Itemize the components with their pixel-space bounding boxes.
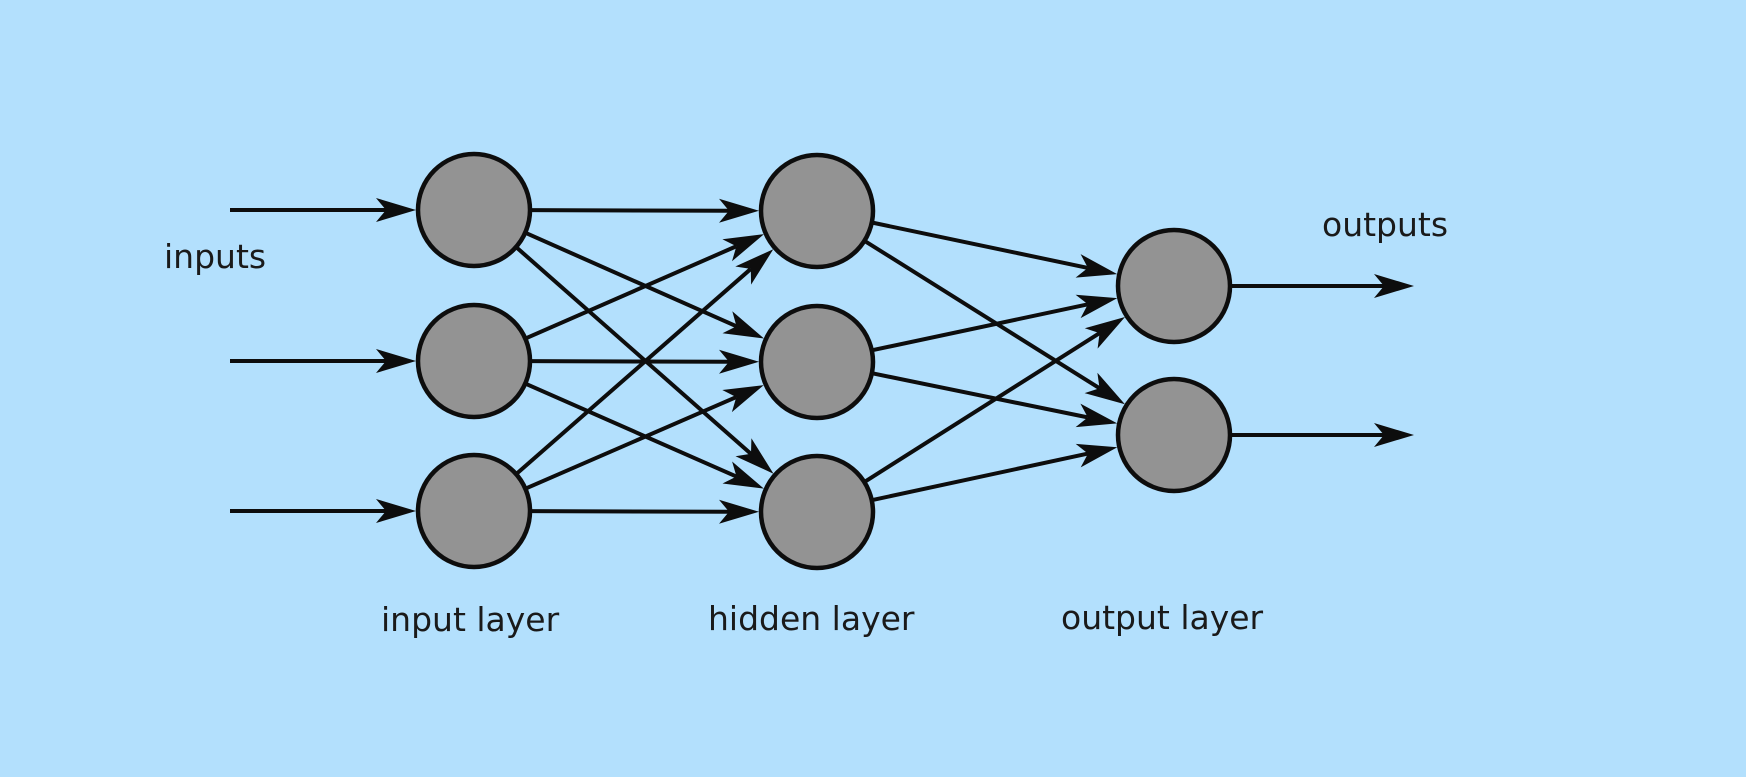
connection-input-1-to-hidden-2-arrowhead (722, 311, 764, 339)
connection-hidden-1-to-output-1-line (871, 220, 1089, 270)
connection-input-3-to-hidden-3-line (529, 509, 730, 514)
input-arrow-1-arrowhead (376, 198, 416, 222)
connection-input-3-to-hidden-1-line (514, 267, 753, 476)
connection-input-1-to-hidden-3-line (514, 245, 753, 456)
connection-input-1-to-hidden-1-arrowhead (719, 198, 759, 223)
output-arrow-1 (1230, 274, 1414, 298)
connection-input-3-to-hidden-3-arrowhead (719, 499, 759, 524)
connection-hidden-3-to-output-1 (863, 317, 1125, 484)
hidden-layer-label: hidden layer (708, 599, 915, 638)
outputs-label: outputs (1322, 205, 1449, 244)
connection-input-3-to-hidden-3 (529, 499, 759, 524)
connection-hidden-3-to-output-1-line (863, 331, 1101, 484)
connection-input-2-to-hidden-3-line (524, 381, 738, 479)
hidden-node-3 (758, 453, 876, 571)
connection-hidden-2-to-output-1 (871, 294, 1118, 353)
input-layer-label: input layer (381, 600, 560, 639)
connection-hidden-3-to-output-2-arrowhead (1075, 443, 1118, 468)
output-node-1 (1115, 227, 1233, 345)
connection-input-2-to-hidden-3-arrowhead (722, 461, 764, 489)
connection-input-2-to-hidden-2-arrowhead (719, 349, 759, 374)
connection-input-3-to-hidden-2-arrowhead (722, 385, 764, 413)
connection-input-1-to-hidden-3-arrowhead (735, 438, 774, 474)
input-node-3 (415, 452, 533, 570)
hidden-node-2 (758, 303, 876, 421)
hidden-node-1 (758, 152, 876, 270)
inputs-label: inputs (164, 237, 267, 276)
connection-input-2-to-hidden-2-line (529, 359, 730, 364)
output-arrow-1-arrowhead (1374, 274, 1414, 298)
connection-input-1-to-hidden-3 (514, 245, 774, 474)
connection-input-3-to-hidden-1-arrowhead (735, 249, 774, 285)
connection-hidden-2-to-output-1-arrowhead (1075, 294, 1118, 319)
connection-input-2-to-hidden-3 (524, 381, 764, 489)
connection-hidden-2-to-output-2 (871, 371, 1118, 428)
connection-hidden-1-to-output-2-arrowhead (1084, 372, 1125, 405)
connection-input-1-to-hidden-1 (529, 198, 759, 223)
input-arrow-3-arrowhead (376, 499, 416, 523)
connection-hidden-2-to-output-2-arrowhead (1075, 403, 1118, 428)
neurons (415, 151, 1233, 571)
connection-input-1-to-hidden-1-line (529, 208, 730, 213)
connection-input-2-to-hidden-1 (524, 234, 764, 341)
output-node-2 (1115, 376, 1233, 494)
connection-hidden-3-to-output-1-arrowhead (1084, 317, 1125, 349)
output-arrow-2 (1230, 423, 1414, 447)
input-arrow-3 (230, 499, 416, 523)
connection-input-2-to-hidden-1-arrowhead (722, 234, 764, 262)
input-node-1 (415, 151, 533, 269)
output-arrow-2-arrowhead (1374, 423, 1414, 447)
connection-hidden-1-to-output-1 (871, 220, 1118, 278)
input-arrow-1 (230, 198, 416, 222)
connection-hidden-3-to-output-2-line (871, 451, 1089, 503)
connection-hidden-1-to-output-2 (863, 239, 1125, 405)
connection-hidden-3-to-output-2 (871, 443, 1118, 503)
input-arrow-2-arrowhead (376, 349, 416, 373)
connection-input-3-to-hidden-1 (514, 249, 774, 476)
connection-hidden-1-to-output-2-line (863, 239, 1101, 390)
connections (514, 198, 1125, 524)
connection-input-2-to-hidden-2 (529, 349, 759, 374)
connection-hidden-1-to-output-1-arrowhead (1075, 254, 1118, 278)
io-arrows (230, 198, 1414, 523)
connection-input-3-to-hidden-2 (524, 385, 764, 491)
input-arrow-2 (230, 349, 416, 373)
connection-hidden-2-to-output-2-line (871, 371, 1089, 420)
connection-input-2-to-hidden-1-line (524, 244, 738, 341)
connection-hidden-2-to-output-1-line (871, 302, 1089, 353)
connection-input-3-to-hidden-2-line (524, 395, 738, 491)
output-layer-label: output layer (1061, 598, 1264, 637)
input-node-2 (415, 302, 533, 420)
